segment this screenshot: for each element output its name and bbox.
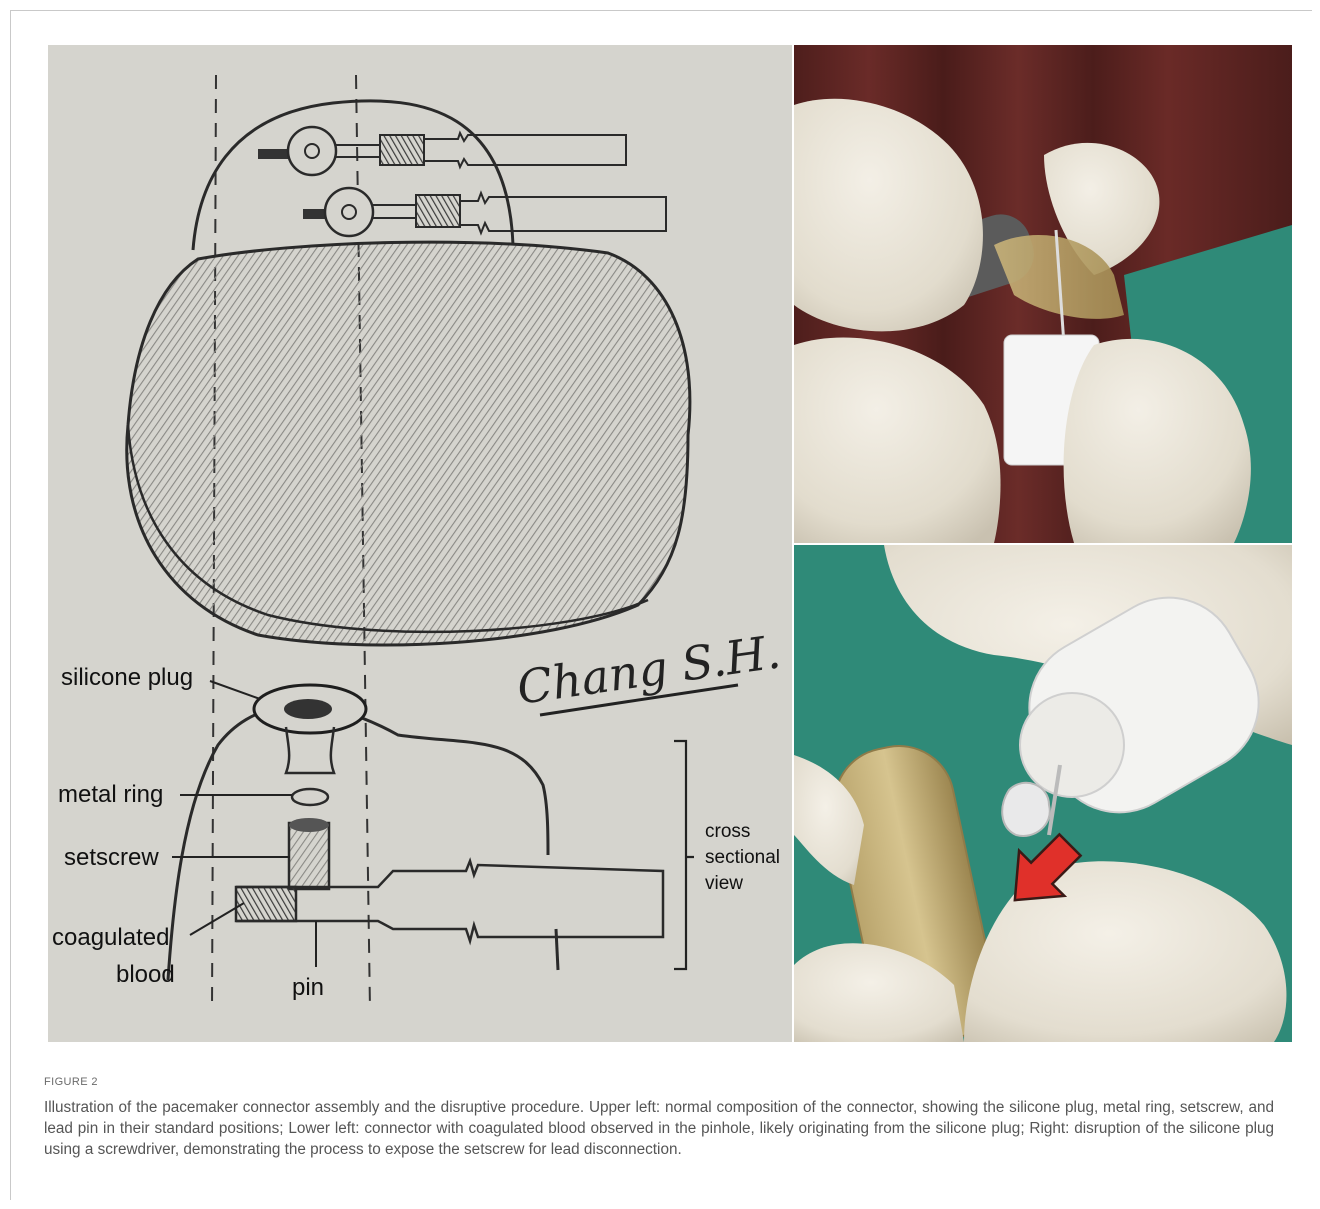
figure-panel: Chang S.H. xyxy=(48,45,1292,1042)
label-metal-ring: metal ring xyxy=(58,781,163,808)
sketch-svg: Chang S.H. xyxy=(48,45,792,1042)
section-outline xyxy=(168,705,548,980)
label-silicone-plug: silicone plug xyxy=(61,664,193,691)
signature: Chang S.H. xyxy=(514,624,784,714)
can-body xyxy=(127,242,690,645)
label-pin: pin xyxy=(292,974,324,1001)
cross-section-bracket xyxy=(674,741,694,969)
setscrew-drawing xyxy=(289,818,329,889)
label-blood: blood xyxy=(116,961,175,988)
label-sectional: sectional xyxy=(705,847,780,868)
figure-label: FIGURE 2 xyxy=(44,1076,98,1088)
photo-top-screwdriver xyxy=(794,45,1292,543)
lower-lead-bore xyxy=(303,188,666,236)
label-coagulated: coagulated xyxy=(52,924,169,951)
photo-top-svg xyxy=(794,45,1292,543)
silicone-plug-drawing xyxy=(254,685,366,773)
upper-lead-bore xyxy=(258,127,626,175)
label-cross: cross xyxy=(705,821,750,842)
photo-bottom-svg xyxy=(794,545,1292,1042)
figure-caption: Illustration of the pacemaker connector … xyxy=(44,1097,1274,1160)
photo-bottom-silicone-plug xyxy=(794,545,1292,1042)
label-view: view xyxy=(705,873,743,894)
pencil-sketch: Chang S.H. xyxy=(48,45,792,1042)
metal-ring-drawing xyxy=(292,789,328,805)
label-setscrew: setscrew xyxy=(64,844,159,871)
